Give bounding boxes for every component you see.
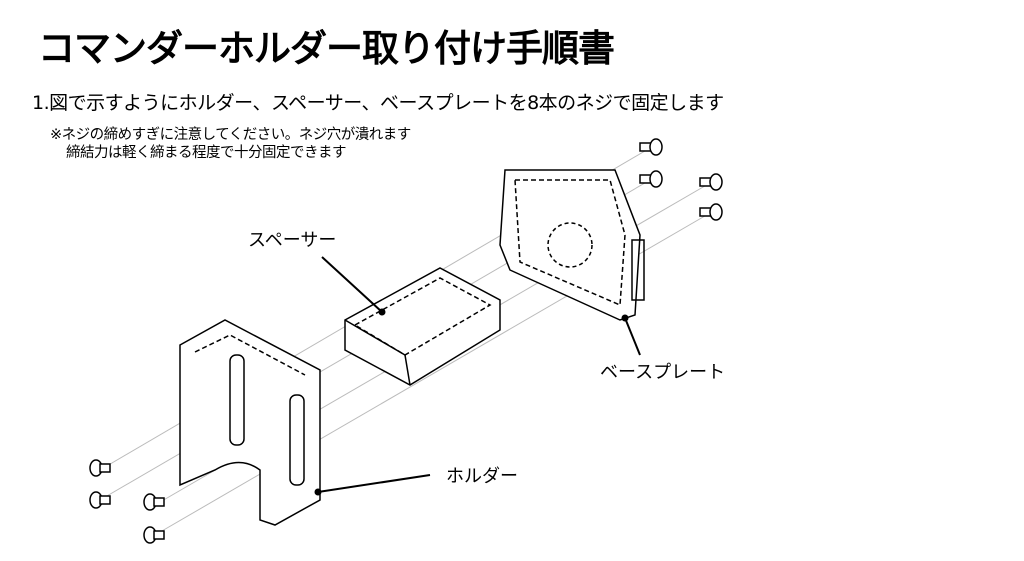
screw-icons <box>89 138 723 544</box>
base-plate-drawing <box>499 169 645 321</box>
holder-label: ホルダー <box>446 466 518 487</box>
leader-lines <box>314 256 641 496</box>
screw-icon <box>639 138 663 156</box>
caution-line-1: ※ネジの締めすぎに注意してください。ネジ穴が潰れます <box>50 127 411 143</box>
caution-note: ※ネジの締めすぎに注意してください。ネジ穴が潰れます 締結力は軽く締まる程度で十… <box>50 126 411 162</box>
screw-icon <box>699 203 723 221</box>
screw-icon <box>89 459 111 477</box>
screw-icon <box>639 170 663 188</box>
screw-icon <box>89 491 111 509</box>
page-title: コマンダーホルダー取り付け手順書 <box>38 27 615 70</box>
screw-icon <box>699 173 723 191</box>
caution-line-2: 締結力は軽く締まる程度で十分固定できます <box>66 145 346 161</box>
base-plate-label: ベースプレート <box>600 362 726 383</box>
spacer-drawing <box>344 267 501 386</box>
screw-icon <box>143 526 165 544</box>
spacer-label: スペーサー <box>248 230 337 251</box>
step-instruction: 1.図で示すようにホルダー、スペーサー、ベースプレートを8本のネジで固定します <box>32 92 724 114</box>
screw-icon <box>143 493 165 511</box>
holder-drawing <box>179 319 321 526</box>
